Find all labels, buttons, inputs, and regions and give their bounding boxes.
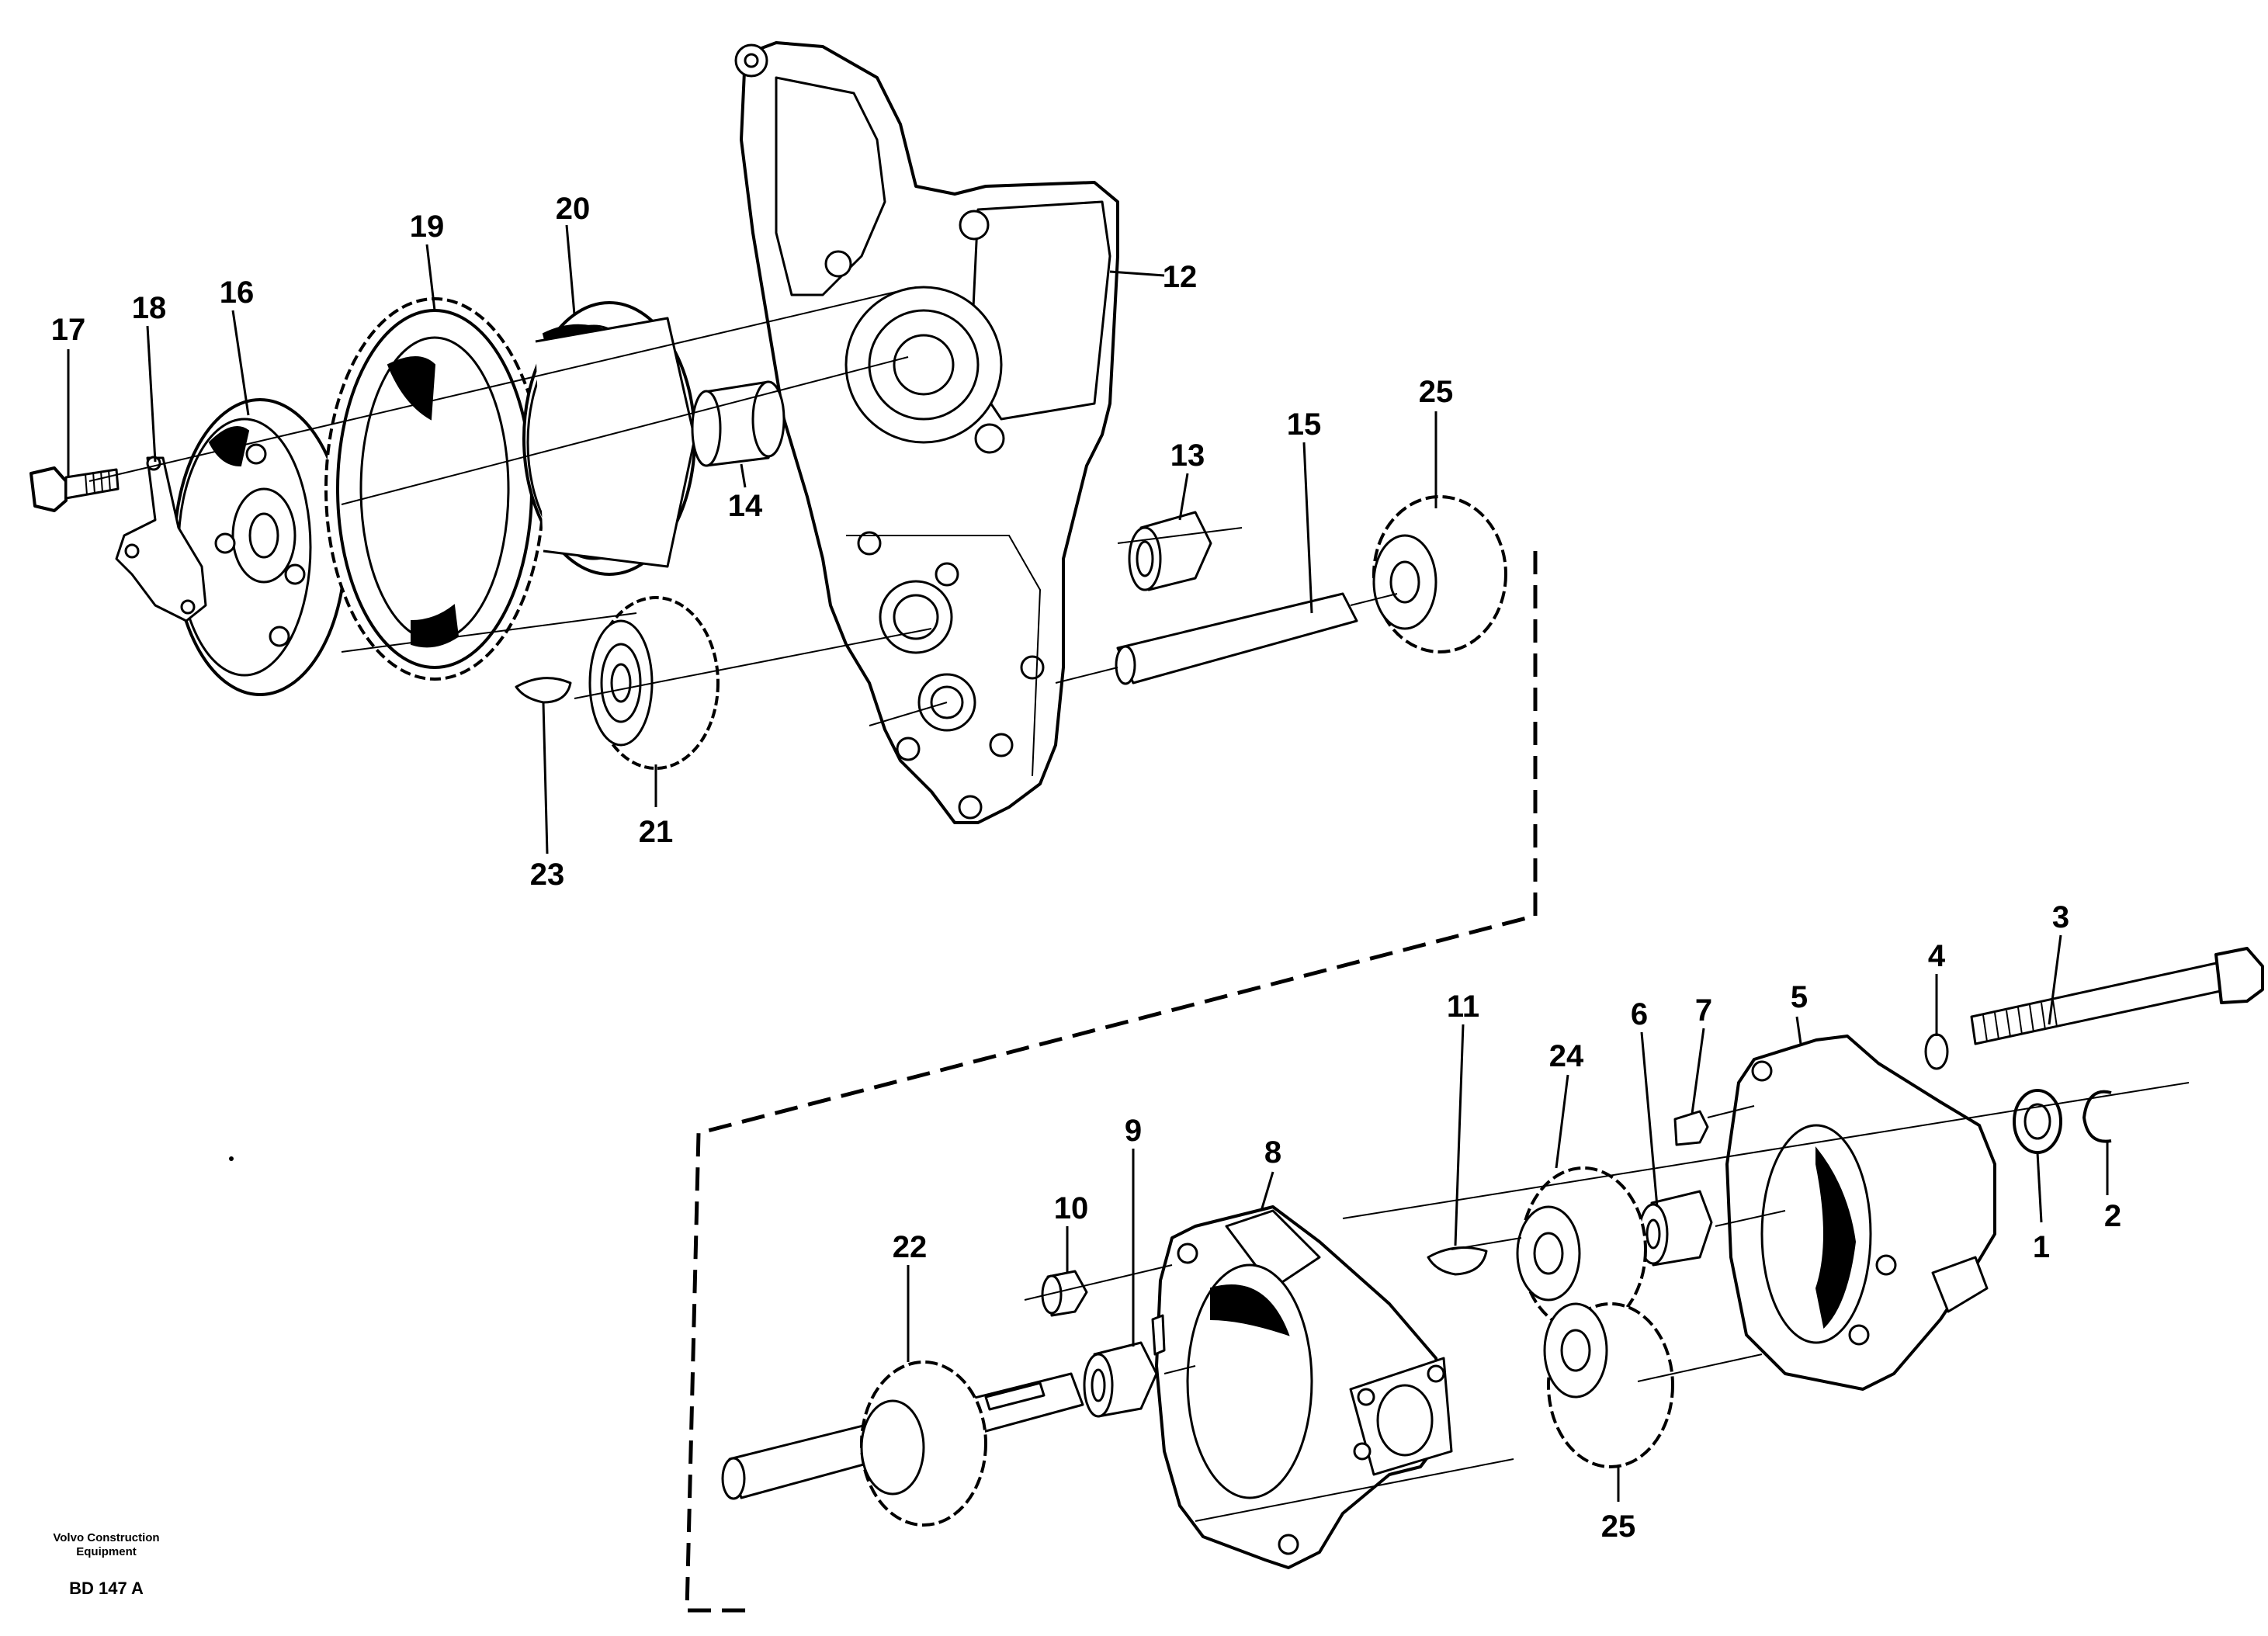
brand-block: Volvo Construction Equipment BD 147 A [53, 1531, 159, 1598]
callout-17: 17 [51, 313, 86, 347]
timing-housing [734, 41, 1119, 824]
sealing-ring-1 [2013, 1089, 2062, 1154]
callout-4: 4 [1928, 939, 1946, 973]
callout-20: 20 [556, 192, 591, 226]
callout-7: 7 [1695, 993, 1712, 1028]
bushing-13 [1128, 511, 1212, 591]
callout-12: 12 [1163, 260, 1198, 294]
large-timing-gear [324, 297, 545, 681]
callout-15: 15 [1287, 407, 1322, 442]
callout-numbers: 17 18 16 19 20 12 14 13 15 25 21 23 3 4 … [51, 192, 2121, 1544]
bushing-9 [1083, 1314, 1166, 1418]
shaft-15 [1115, 592, 1358, 685]
callout-6: 6 [1631, 997, 1648, 1031]
callout-10: 10 [1054, 1191, 1089, 1225]
callout-21: 21 [639, 815, 674, 849]
callout-14: 14 [728, 489, 763, 523]
pulley [173, 398, 347, 696]
callout-25-upper: 25 [1419, 375, 1454, 409]
drive-shaft-gear-22 [721, 1360, 1084, 1527]
bushing-14 [691, 380, 785, 467]
gear-ring [522, 301, 696, 576]
callout-22: 22 [893, 1230, 928, 1264]
gear-25-upper [1372, 495, 1507, 653]
stray-dot [229, 1156, 234, 1161]
bolt-17 [29, 466, 120, 512]
upper-axis-lines [88, 286, 1398, 726]
callout-25-lower: 25 [1601, 1509, 1636, 1544]
brand-line-1: Volvo Construction [53, 1531, 159, 1544]
small-gear-21 [588, 596, 720, 770]
leader-lines [67, 224, 2109, 1502]
lower-assembly [721, 947, 2264, 1569]
pump-body [1155, 1205, 1453, 1569]
pump-cover [1725, 1035, 1996, 1391]
long-bolt-3 [1970, 947, 2264, 1045]
callout-1: 1 [2033, 1230, 2050, 1264]
callout-2: 2 [2104, 1199, 2121, 1233]
circlip-2 [2082, 1090, 2112, 1143]
callout-9: 9 [1125, 1114, 1142, 1148]
gear-25-lower [1543, 1302, 1674, 1468]
woodruff-key-23 [515, 677, 572, 704]
callout-3: 3 [2052, 900, 2069, 934]
locking-plate [115, 456, 207, 622]
key-11 [1427, 1246, 1488, 1276]
callout-13: 13 [1170, 438, 1205, 473]
sleeve-10 [1041, 1270, 1088, 1317]
callout-11: 11 [1447, 990, 1479, 1024]
callout-18: 18 [132, 291, 167, 325]
dashed-connector [685, 551, 1538, 1613]
callout-5: 5 [1791, 980, 1808, 1014]
bushing-6 [1638, 1190, 1713, 1267]
callout-19: 19 [410, 210, 445, 244]
drawing-code: BD 147 A [69, 1579, 144, 1598]
callout-23: 23 [530, 858, 565, 892]
brand-line-2: Equipment [76, 1545, 137, 1558]
callout-24: 24 [1549, 1039, 1584, 1073]
callout-8: 8 [1264, 1135, 1281, 1170]
sleeve-7 [1673, 1110, 1709, 1146]
washer-4 [1924, 1033, 1949, 1070]
callout-16: 16 [220, 276, 255, 310]
lower-axis-lines [1024, 1082, 2190, 1522]
upper-assembly [29, 41, 1538, 1613]
gear-24 [1516, 1166, 1647, 1333]
